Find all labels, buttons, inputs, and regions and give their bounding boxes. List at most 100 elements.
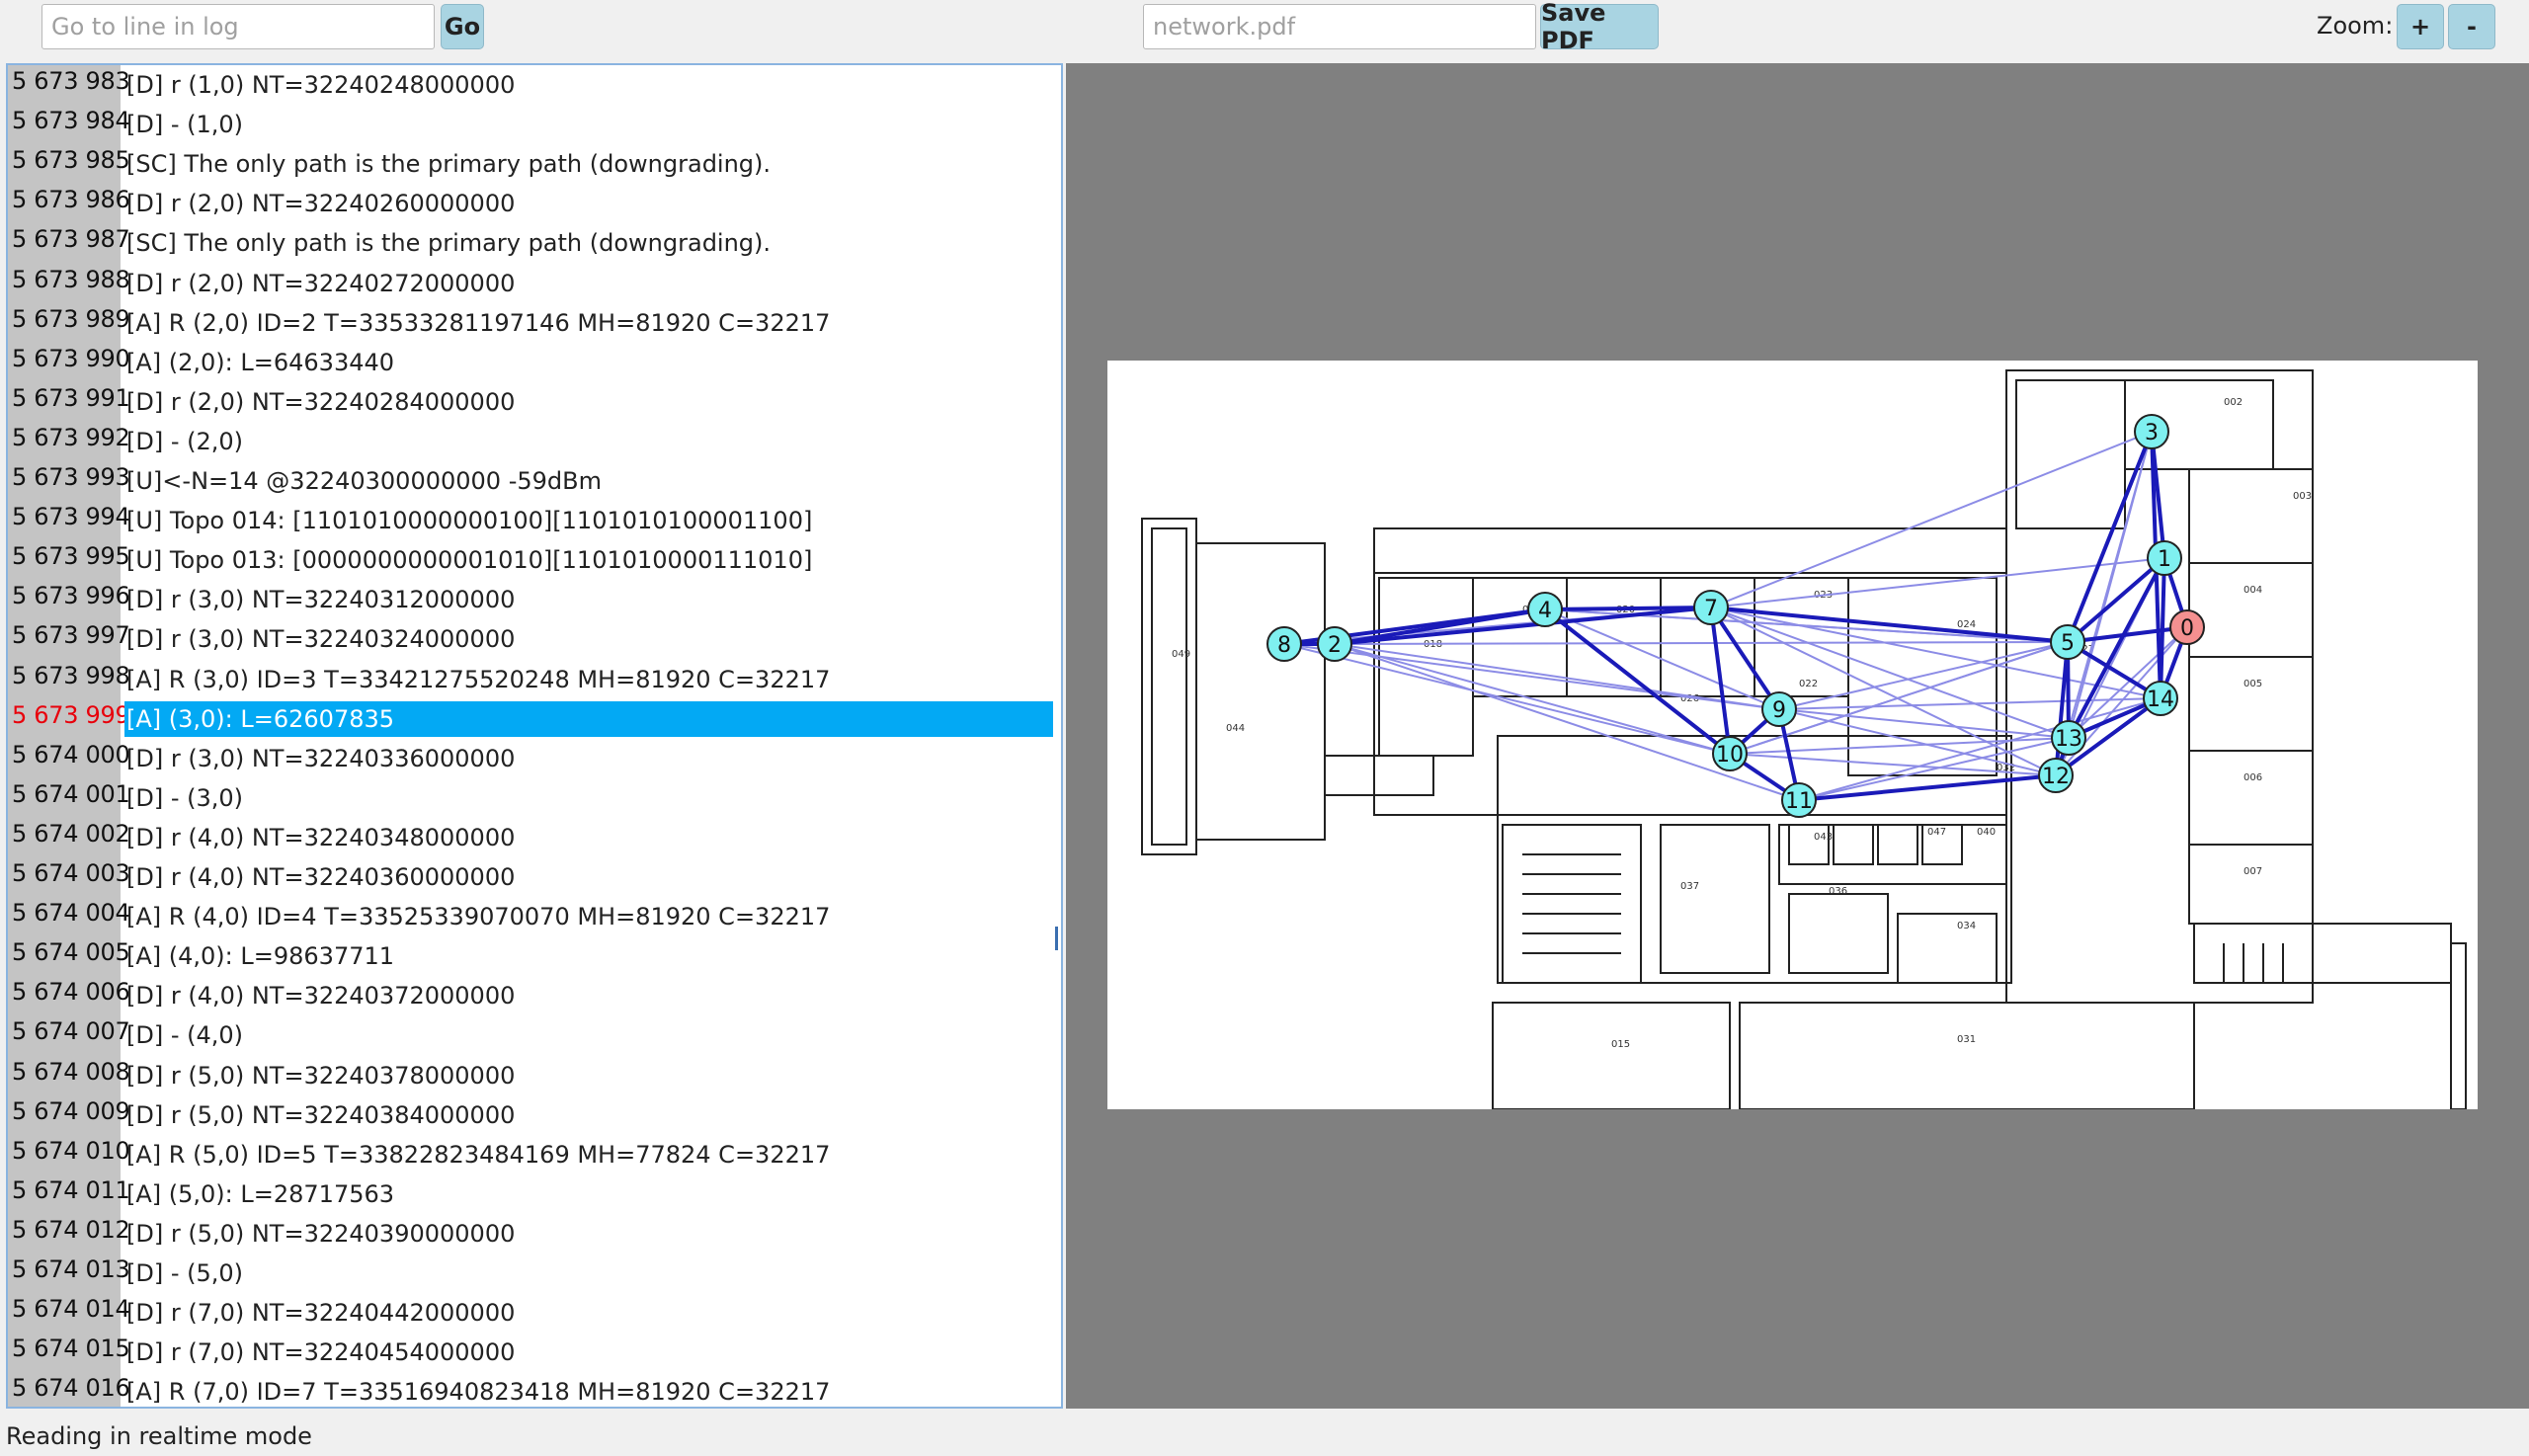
log-row[interactable]: 5 674 001[D] - (3,0) xyxy=(8,778,1051,818)
log-row[interactable]: 5 674 010[A] R (5,0) ID=5 T=338228234841… xyxy=(8,1135,1051,1174)
weak-link xyxy=(1729,753,2057,776)
floor-plan: 0010020030040050060070150180190200210220… xyxy=(1107,361,2478,1110)
log-text: [D] r (7,0) NT=32240454000000 xyxy=(126,1338,516,1367)
log-text: [D] r (5,0) NT=32240390000000 xyxy=(126,1219,516,1248)
log-row[interactable]: 5 674 009[D] r (5,0) NT=32240384000000 xyxy=(8,1095,1051,1135)
room-labels: 0010020030040050060070150180190200210220… xyxy=(1172,397,2312,1050)
filename-input[interactable] xyxy=(1143,4,1536,49)
log-row[interactable]: 5 673 985[SC] The only path is the prima… xyxy=(8,144,1051,184)
line-number: 5 673 989 xyxy=(12,304,130,333)
zoom-in-button[interactable]: + xyxy=(2397,4,2444,49)
log-text: [SC] The only path is the primary path (… xyxy=(126,229,772,258)
line-number: 5 674 000 xyxy=(12,740,130,768)
log-row[interactable]: 5 674 016[A] R (7,0) ID=7 T=335169408234… xyxy=(8,1372,1051,1407)
log-row[interactable]: 5 673 983[D] r (1,0) NT=32240248000000 xyxy=(8,65,1051,105)
network-node-9[interactable]: 9 xyxy=(1761,691,1797,727)
room-label: 044 xyxy=(1226,723,1245,734)
log-row[interactable]: 5 674 014[D] r (7,0) NT=32240442000000 xyxy=(8,1293,1051,1333)
log-row[interactable]: 5 674 011[A] (5,0): L=28717563 xyxy=(8,1174,1051,1214)
log-text: [D] r (2,0) NT=32240260000000 xyxy=(126,190,516,218)
strong-link xyxy=(2066,640,2162,700)
go-button[interactable]: Go xyxy=(441,4,484,49)
log-row[interactable]: 5 673 999[A] (3,0): L=62607835 xyxy=(8,699,1053,739)
log-text: [D] r (3,0) NT=32240324000000 xyxy=(126,625,516,654)
goto-line-input[interactable] xyxy=(41,4,435,49)
node-label: 10 xyxy=(1716,743,1744,768)
log-row[interactable]: 5 673 989[A] R (2,0) ID=2 T=335332811971… xyxy=(8,303,1051,343)
log-text: [D] r (2,0) NT=32240272000000 xyxy=(126,269,516,297)
network-node-11[interactable]: 11 xyxy=(1781,782,1817,818)
network-node-5[interactable]: 5 xyxy=(2050,624,2085,660)
log-row[interactable]: 5 674 008[D] r (5,0) NT=32240378000000 xyxy=(8,1056,1051,1095)
network-node-3[interactable]: 3 xyxy=(2134,414,2169,449)
log-row[interactable]: 5 673 986[D] r (2,0) NT=32240260000000 xyxy=(8,184,1051,223)
log-row[interactable]: 5 673 996[D] r (3,0) NT=32240312000000 xyxy=(8,580,1051,619)
network-node-2[interactable]: 2 xyxy=(1317,626,1352,662)
network-view[interactable]: 0010020030040050060070150180190200210220… xyxy=(1066,63,2529,1409)
log-row[interactable]: 5 674 007[D] - (4,0) xyxy=(8,1015,1051,1055)
log-row[interactable]: 5 673 998[A] R (3,0) ID=3 T=334212755202… xyxy=(8,660,1051,699)
log-row[interactable]: 5 673 987[SC] The only path is the prima… xyxy=(8,223,1051,263)
network-node-7[interactable]: 7 xyxy=(1693,590,1729,625)
line-number: 5 673 983 xyxy=(12,67,130,95)
network-node-14[interactable]: 14 xyxy=(2143,681,2178,716)
log-row[interactable]: 5 674 004[A] R (4,0) ID=4 T=335253390700… xyxy=(8,897,1051,936)
network-node-1[interactable]: 1 xyxy=(2147,540,2182,576)
log-row[interactable]: 5 673 992[D] - (2,0) xyxy=(8,422,1051,461)
weak-link xyxy=(1729,737,2070,755)
log-row[interactable]: 5 674 000[D] r (3,0) NT=32240336000000 xyxy=(8,739,1051,778)
network-node-0[interactable]: 0 xyxy=(2169,609,2205,645)
zoom-label: Zoom: xyxy=(2317,12,2394,40)
log-row[interactable]: 5 673 991[D] r (2,0) NT=32240284000000 xyxy=(8,382,1051,422)
network-node-13[interactable]: 13 xyxy=(2051,720,2086,756)
splitter-handle[interactable] xyxy=(1055,927,1058,950)
log-row[interactable]: 5 673 994[U] Topo 014: [1101010000000100… xyxy=(8,501,1051,540)
log-row[interactable]: 5 674 006[D] r (4,0) NT=32240372000000 xyxy=(8,976,1051,1015)
log-text: [D] r (7,0) NT=32240442000000 xyxy=(126,1299,516,1328)
room-label: 034 xyxy=(1957,921,1976,931)
network-node-12[interactable]: 12 xyxy=(2038,758,2074,793)
zoom-out-button[interactable]: - xyxy=(2448,4,2495,49)
node-label: 8 xyxy=(1277,633,1291,658)
node-label: 13 xyxy=(2055,727,2082,752)
log-text: [A] R (7,0) ID=7 T=33516940823418 MH=819… xyxy=(126,1378,831,1407)
room-label: 003 xyxy=(2293,491,2312,502)
log-row[interactable]: 5 673 993[U]<-N=14 @32240300000000 -59dB… xyxy=(8,461,1051,501)
room-label: 040 xyxy=(1977,827,1996,838)
line-number-gutter xyxy=(8,65,121,1407)
floor-plan-walls xyxy=(1141,369,2467,1110)
log-text: [D] r (2,0) NT=32240284000000 xyxy=(126,387,516,416)
room-label: 015 xyxy=(1611,1039,1630,1050)
strong-link xyxy=(2054,641,2070,776)
log-row[interactable]: 5 674 002[D] r (4,0) NT=32240348000000 xyxy=(8,818,1051,857)
network-node-10[interactable]: 10 xyxy=(1712,736,1748,771)
log-row[interactable]: 5 674 013[D] - (5,0) xyxy=(8,1254,1051,1293)
room-label: 043 xyxy=(1814,832,1833,843)
log-row[interactable]: 5 673 990[A] (2,0): L=64633440 xyxy=(8,343,1051,382)
strong-link xyxy=(1709,607,1732,755)
line-number: 5 673 985 xyxy=(12,146,130,175)
weak-link xyxy=(1798,737,2070,801)
log-row[interactable]: 5 674 015[D] r (7,0) NT=32240454000000 xyxy=(8,1333,1051,1372)
log-row[interactable]: 5 673 984[D] - (1,0) xyxy=(8,105,1051,144)
log-row[interactable]: 5 673 997[D] r (3,0) NT=32240324000000 xyxy=(8,619,1051,659)
strong-link xyxy=(2159,557,2166,699)
line-number: 5 674 015 xyxy=(12,1335,130,1363)
line-number: 5 673 993 xyxy=(12,463,130,491)
room-label: 022 xyxy=(1799,679,1818,689)
log-row[interactable]: 5 673 988[D] r (2,0) NT=32240272000000 xyxy=(8,264,1051,303)
node-label: 1 xyxy=(2158,547,2171,572)
log-row[interactable]: 5 674 012[D] r (5,0) NT=32240390000000 xyxy=(8,1214,1051,1254)
line-number: 5 674 013 xyxy=(12,1255,130,1283)
save-pdf-button[interactable]: Save PDF xyxy=(1540,0,1659,54)
log-row[interactable]: 5 674 003[D] r (4,0) NT=32240360000000 xyxy=(8,857,1051,897)
log-row[interactable]: 5 673 995[U] Topo 013: [0000000000001010… xyxy=(8,540,1051,580)
network-node-8[interactable]: 8 xyxy=(1266,626,1302,662)
log-text: [A] (4,0): L=98637711 xyxy=(126,942,395,971)
line-number: 5 674 009 xyxy=(12,1096,130,1125)
log-row[interactable]: 5 674 005[A] (4,0): L=98637711 xyxy=(8,936,1051,976)
line-number: 5 674 010 xyxy=(12,1136,130,1165)
network-node-4[interactable]: 4 xyxy=(1527,592,1563,627)
